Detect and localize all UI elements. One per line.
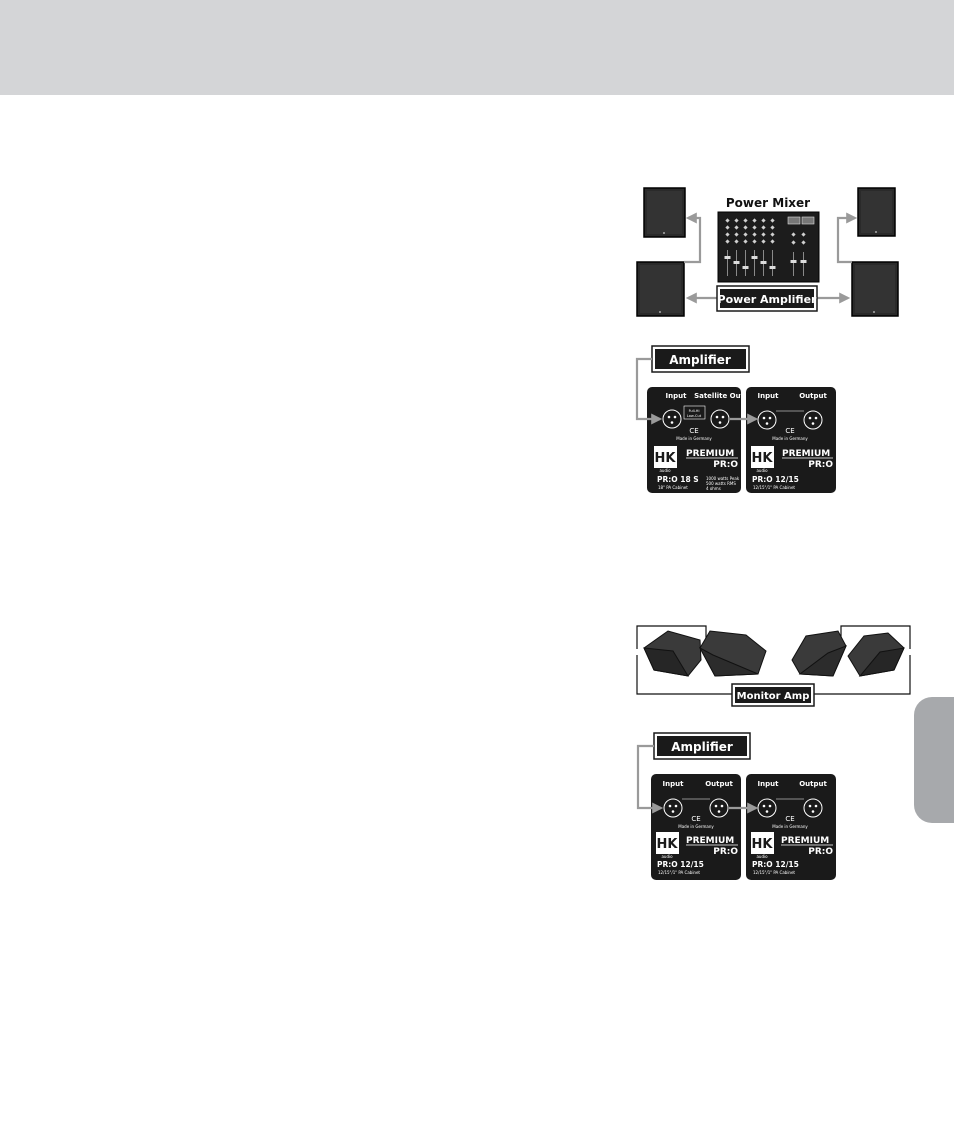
input-label: Input xyxy=(666,392,688,400)
brand-label: PREMIUM xyxy=(686,836,734,846)
series-label: PR:O xyxy=(808,460,833,470)
ce-mark: CE xyxy=(689,427,698,435)
diagram2-cables xyxy=(635,357,759,425)
output-label: Output xyxy=(799,392,827,400)
model-sub-label: 18" PA Cabinet xyxy=(658,485,688,490)
model-label: PR:O 12/15 xyxy=(752,475,799,484)
wedge-monitor-2 xyxy=(698,630,767,677)
made-in-label: Made in Germany xyxy=(678,824,714,829)
xlr-input xyxy=(757,410,777,430)
xlr-input xyxy=(663,798,683,818)
hk-logo: HK xyxy=(752,451,774,466)
diagram-sub-satellite: Amplifier Input Satellite Out Full-Hi Lo… xyxy=(635,345,836,493)
logo-sub: audio xyxy=(659,468,671,473)
output-label: Output xyxy=(705,780,733,788)
logo-sub: audio xyxy=(756,854,768,859)
model-sub-label: 12/15"/1" PA Cabinet xyxy=(753,485,795,490)
side-tab[interactable] xyxy=(914,697,954,823)
xlr-input xyxy=(757,798,777,818)
diagram4-cables xyxy=(636,744,759,814)
xlr-output xyxy=(709,798,729,818)
logo-sub: audio xyxy=(756,468,768,473)
hk-logo: HK xyxy=(657,837,679,852)
input-label: Input xyxy=(758,780,780,788)
xlr-output xyxy=(803,410,823,430)
diagram-monitor-chain: Amplifier Input Output CE Made in German… xyxy=(636,732,836,880)
model-sub-label: 12/15"/1" PA Cabinet xyxy=(753,870,795,875)
made-in-label: Made in Germany xyxy=(772,436,808,441)
diagram-power-mixer: Power Mixer Power Amplifier xyxy=(636,187,899,317)
output-label: Output xyxy=(799,780,827,788)
logo-sub: audio xyxy=(661,854,673,859)
ce-mark: CE xyxy=(785,815,794,823)
switch-bottom-label: Low-Cut xyxy=(687,414,702,418)
series-label: PR:O xyxy=(808,847,833,857)
made-in-label: Made in Germany xyxy=(772,824,808,829)
input-label: Input xyxy=(663,780,685,788)
spec-peak: 1000 watts Peak xyxy=(706,476,740,481)
hk-logo: HK xyxy=(752,837,774,852)
satellite-out-label: Satellite Out xyxy=(694,392,745,400)
wedge-monitor-4 xyxy=(847,632,905,677)
monitor-amp-label: Monitor Amp xyxy=(737,691,810,702)
mixer-knobs xyxy=(724,218,807,276)
spec-ohms: 4 ohms xyxy=(706,486,721,491)
model-label: PR:O 18 S xyxy=(657,475,699,484)
header-band xyxy=(0,0,954,95)
model-label: PR:O 12/15 xyxy=(752,860,799,869)
power-mixer-title: Power Mixer xyxy=(726,196,810,210)
amplifier-label: Amplifier xyxy=(671,740,733,754)
diagram-monitor-amp: Monitor Amp xyxy=(636,625,911,707)
switch-top-label: Full-Hi xyxy=(689,409,700,413)
power-amplifier-label: Power Amplifier xyxy=(718,293,818,306)
series-label: PR:O xyxy=(713,460,738,470)
xlr-output xyxy=(803,798,823,818)
ce-mark: CE xyxy=(785,427,794,435)
model-label: PR:O 12/15 xyxy=(657,860,704,869)
xlr-input xyxy=(662,409,682,429)
ce-mark: CE xyxy=(691,815,700,823)
input-label: Input xyxy=(758,392,780,400)
brand-label: PREMIUM xyxy=(781,836,829,846)
hk-logo: HK xyxy=(655,451,677,466)
wedge-monitor-1 xyxy=(643,630,702,677)
wedge-monitor-3 xyxy=(791,630,847,677)
brand-label: PREMIUM xyxy=(686,449,734,459)
brand-label: PREMIUM xyxy=(782,449,830,459)
made-in-label: Made in Germany xyxy=(676,436,712,441)
amplifier-label: Amplifier xyxy=(669,353,731,367)
model-sub-label: 12/15"/1" PA Cabinet xyxy=(658,870,700,875)
xlr-output xyxy=(710,409,730,429)
spec-rms: 500 watts RMS xyxy=(706,481,736,486)
power-mixer-cables xyxy=(684,212,858,304)
series-label: PR:O xyxy=(713,847,738,857)
